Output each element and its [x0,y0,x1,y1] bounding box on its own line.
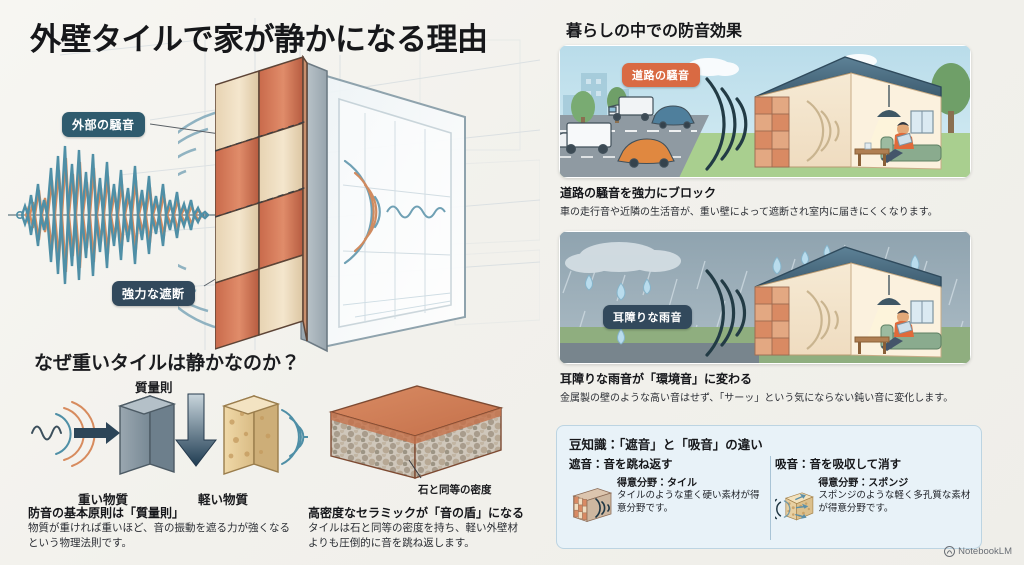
tip-absorption-field: 得意分野：スポンジ [818,478,909,489]
right-section-title: 暮らしの中での防音効果 [566,23,743,40]
badge-road-noise: 道路の騒音 [622,63,700,87]
caption-road-noise: 道路の騒音を強力にブロック 車の走行音や近隣の生活音が、重い壁によって遮断され室… [560,184,980,218]
label-mass-law: 質量則 [135,381,173,395]
caption-rain-noise: 耳障りな雨音が「環境音」に変わる 金属製の壁のような高い音はせず、「サーッ」とい… [560,370,980,404]
caption-rain-body: 金属製の壁のような高い音はせず、「サーッ」という気にならない鈍い音に変化します。 [560,393,954,404]
tip-absorption-text: 得意分野：スポンジ スポンジのような軽く多孔質な素材が得意分野です。 [818,477,972,516]
tip-absorption: 吸音：音を吸収して消す [775,456,972,533]
mass-law-diagram [31,393,308,475]
mass-law-text-block: 防音の基本原則は「質量則」 物質が重ければ重いほど、音の振動を遮る力が強くなると… [28,505,296,551]
caption-road-heading: 道路の騒音を強力にブロック [560,186,717,200]
tip-insulation-field: 得意分野：タイル [617,478,698,489]
exterior-noise-waveform [8,145,258,285]
notebooklm-logo-icon [944,546,956,557]
badge-rain-noise: 耳障りな雨音 [603,305,692,329]
watermark-label: NotebookLM [958,546,1012,557]
tip-insulation-body: タイルのような重く硬い素材が得意分野です。 [617,490,760,514]
section-subtitle: なぜ重いタイルは静かなのか？ [34,353,301,374]
label-density-callout: 石と同等の密度 [418,484,492,496]
label-light-material: 軽い物質 [197,493,248,507]
mass-law-heading: 防音の基本原則は「質量則」 [28,506,185,520]
ceramic-body: タイルは石と同等の密度を持ち、軽い外壁材よりも圧倒的に音を跳ね返します。 [308,522,518,550]
tip-absorption-body: スポンジのような軽く多孔質な素材が得意分野です。 [818,490,971,514]
tips-title: 豆知識：「遮音」と「吸音」の違い [569,438,763,452]
tip-insulation: 遮音：音を跳ね返す [569,456,766,533]
label-heavy-material: 重い物質 [77,493,128,507]
page-title: 外壁タイルで家が静かになる理由 [30,22,488,57]
tile-wall-cutaway-illustration [215,55,466,353]
tips-box: 豆知識：「遮音」と「吸音」の違い 遮音：音を跳ね返す [556,425,982,549]
badge-strong-block: 強力な遮断 [112,281,195,306]
caption-road-body: 車の走行音や近隣の生活音が、重い壁によって遮断され室内に届きにくくなります。 [560,207,938,218]
sponge-block-icon [775,492,814,521]
tips-divider [770,456,771,540]
tip-absorption-heading: 吸音：音を吸収して消す [775,459,902,471]
caption-rain-heading: 耳障りな雨音が「環境音」に変わる [560,372,753,386]
mass-law-body: 物質が重ければ重いほど、音の振動を遮る力が強くなるという物理法則です。 [28,522,290,550]
ceramic-text-block: 高密度なセラミックが「音の盾」になる タイルは石と同等の密度を持ち、軽い外壁材よ… [308,505,524,551]
ceramic-brick-illustration [328,385,504,479]
watermark: NotebookLM [944,546,1012,557]
scene-road-noise: 道路の騒音 [559,45,971,178]
ceramic-heading: 高密度なセラミックが「音の盾」になる [308,506,525,520]
badge-exterior-noise: 外部の騒音 [62,112,145,137]
tile-block-icon [572,488,613,523]
tip-insulation-text: 得意分野：タイル タイルのような重く硬い素材が得意分野です。 [617,477,766,516]
tip-insulation-heading: 遮音：音を跳ね返す [569,459,673,471]
scene-rain-noise: 耳障りな雨音 [559,231,971,364]
reflected-sound-arcs [178,109,223,331]
